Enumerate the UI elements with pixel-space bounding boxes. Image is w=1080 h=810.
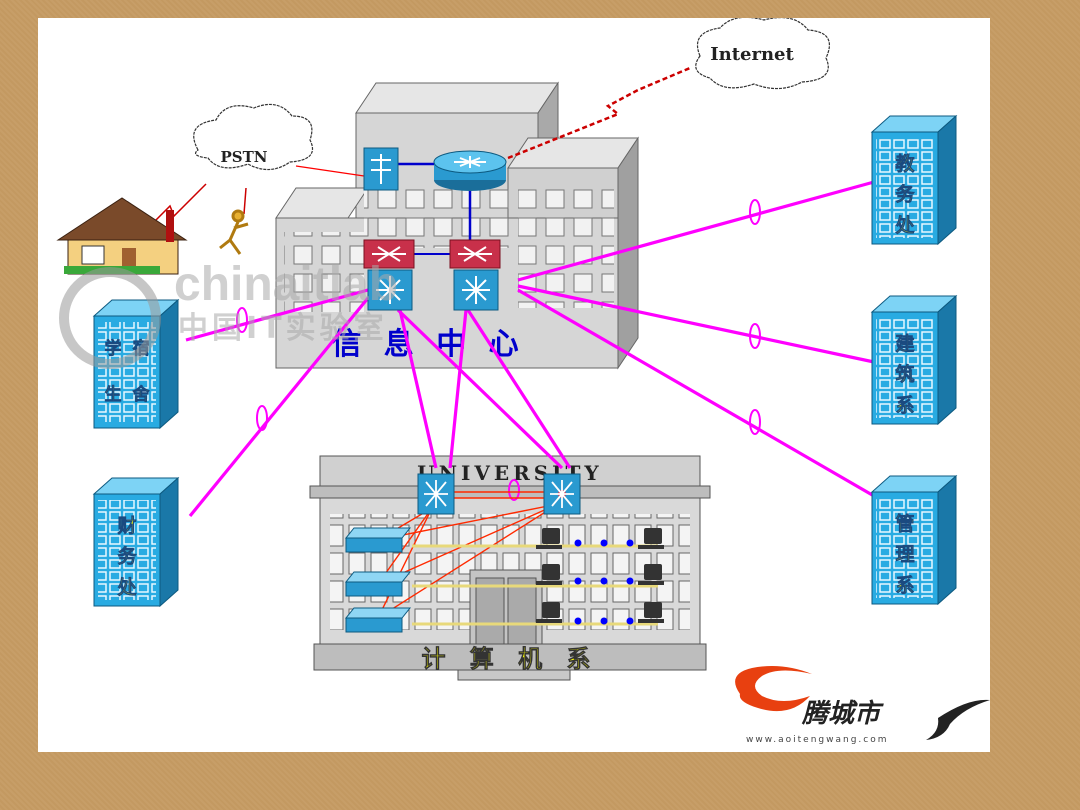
fiber-markers xyxy=(236,199,761,501)
firewall-icon-right xyxy=(449,239,501,269)
department-label-management: 管理系 xyxy=(895,512,914,596)
access-switch-icon-2 xyxy=(344,571,412,597)
department-building-management: 管理系 xyxy=(870,474,958,606)
department-building-finance: 财务处 xyxy=(92,476,180,608)
link-to-management xyxy=(517,288,875,498)
logo-url: www.aoitengwang.com xyxy=(746,735,889,745)
watermark-cn: 中国IT实验室 xyxy=(178,311,388,346)
slide-canvas: 信 息 中 心 UNIVERSITY 计 算 机 系 xyxy=(38,18,990,752)
workstation-icon xyxy=(536,528,562,549)
link-to-architecture xyxy=(517,284,875,364)
department-label-student: 学生宿舍 xyxy=(105,338,150,405)
pstn-cloud-icon xyxy=(193,103,314,171)
workstation-icon xyxy=(638,528,664,549)
access-switch-icon-3 xyxy=(344,607,412,633)
link-center-to-cs-c xyxy=(396,308,564,470)
firewall-icon-left xyxy=(363,239,415,269)
department-building-architecture: 建筑系 xyxy=(870,294,958,426)
logo-brand: 腾城市 xyxy=(801,699,884,729)
internet-cloud-icon xyxy=(695,18,830,90)
link-center-to-cs-a xyxy=(398,309,438,469)
link-center-to-cs-b xyxy=(448,309,468,469)
watermark-brand: chinaitlab xyxy=(174,258,398,311)
department-label-academic: 教务处 xyxy=(894,152,915,236)
access-switch-icon-1 xyxy=(344,527,412,553)
core-switch-icon-left xyxy=(367,269,413,311)
information-center-label: 信 息 中 心 xyxy=(331,327,524,362)
link-to-academic-office xyxy=(517,180,875,282)
cs-internal-links xyxy=(377,491,559,619)
computer-science-label: 计 算 机 系 xyxy=(421,644,598,673)
link-to-finance xyxy=(188,296,370,518)
dial-up-user-icon xyxy=(219,209,249,255)
site-logo: 腾城市 www.aoitengwang.com xyxy=(735,666,990,745)
link-to-dormitory xyxy=(185,288,369,342)
fiber-links xyxy=(185,180,875,518)
link-center-to-cs-d xyxy=(466,309,572,469)
department-building-student: 学生宿舍 xyxy=(92,298,180,430)
workstation-icon xyxy=(536,602,562,623)
workstation-icon xyxy=(536,564,562,585)
pstn-home-link xyxy=(149,183,207,227)
internet-label: Internet xyxy=(710,44,794,65)
cs-floor-lines xyxy=(412,544,658,626)
watermark: chinaitlab 中国IT实验室 xyxy=(59,258,398,369)
router-icon xyxy=(433,150,507,191)
network-diagram: 信 息 中 心 UNIVERSITY 计 算 机 系 xyxy=(56,18,990,745)
department-building-academic: 教务处 xyxy=(870,114,958,246)
department-label-architecture: 建筑系 xyxy=(895,332,914,416)
workstation-icon xyxy=(638,564,664,585)
core-switch-icon-right xyxy=(453,269,499,311)
cs-switch-icon-left xyxy=(417,473,455,515)
cs-switch-icon-right xyxy=(543,473,581,515)
department-label-finance: 财务处 xyxy=(116,514,137,598)
cs-ports xyxy=(574,539,634,625)
workstation-icon xyxy=(638,602,664,623)
information-center-building xyxy=(275,81,639,370)
internet-wan-link xyxy=(507,66,691,160)
pstn-label: PSTN xyxy=(221,148,268,166)
firewall-switch-icon xyxy=(363,147,399,191)
workstation-icons xyxy=(536,528,664,623)
